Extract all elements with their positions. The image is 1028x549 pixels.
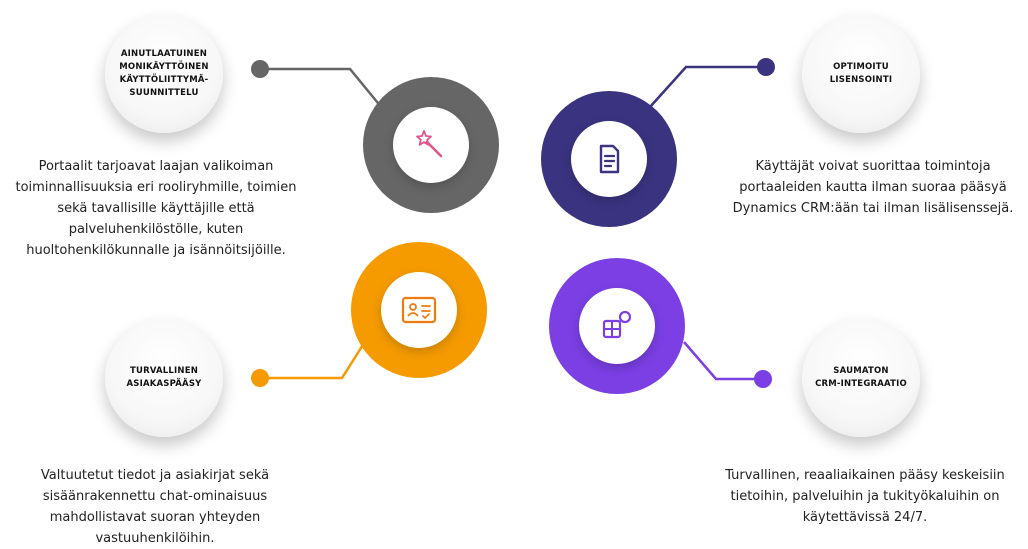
feature-badge-ui: AINUTLAATUINEN MONIKÄYTTÖINEN KÄYTTÖLIIT…	[105, 15, 223, 133]
connector-dot-ui	[251, 60, 269, 78]
feature-icon-container-ui	[393, 107, 469, 183]
feature-badge-crm: SAUMATON CRM-INTEGRAATIO	[802, 319, 920, 437]
feature-icon-container-crm	[579, 288, 655, 364]
feature-icon-container-licensing	[571, 121, 647, 197]
connector-dot-licensing	[757, 58, 775, 76]
connector-line-licensing	[649, 65, 766, 108]
connector-line-crm	[683, 341, 763, 381]
magic-wand-icon	[416, 130, 443, 158]
feature-description-crm: Turvallinen, reaaliaikainen pääsy keskei…	[725, 468, 1005, 525]
feature-hub-ui	[363, 77, 499, 213]
feature-hub-licensing	[541, 91, 677, 227]
feature-hub-access	[351, 242, 487, 378]
feature-description-access: Valtuutetut tiedot ja asiakirjat sekä si…	[40, 468, 270, 546]
feature-title-ui: AINUTLAATUINEN MONIKÄYTTÖINEN KÄYTTÖLIIT…	[119, 49, 209, 98]
feature-icon-container-access	[381, 272, 457, 348]
connector-dot-access	[251, 369, 269, 387]
feature-description-licensing: Käyttäjät voivat suorittaa toimintoja po…	[732, 159, 1014, 216]
connector-line-access	[260, 339, 368, 380]
feature-badge-access: TURVALLINEN ASIAKASPÄÄSY	[105, 319, 223, 437]
connector-line-ui	[260, 67, 383, 109]
feature-hub-crm	[549, 258, 685, 394]
feature-description-ui: Portaalit tarjoavat laajan valikoiman to…	[15, 159, 297, 258]
apps-icon	[602, 310, 632, 339]
id-card-icon	[401, 296, 437, 324]
feature-title-access: TURVALLINEN ASIAKASPÄÄSY	[126, 366, 202, 389]
feature-title-licensing: OPTIMOITU LISENSOINTI	[829, 62, 893, 85]
feature-badge-licensing: OPTIMOITU LISENSOINTI	[802, 15, 920, 133]
document-icon	[599, 144, 620, 174]
connector-dot-crm	[754, 370, 772, 388]
feature-title-crm: SAUMATON CRM-INTEGRAATIO	[815, 366, 907, 389]
